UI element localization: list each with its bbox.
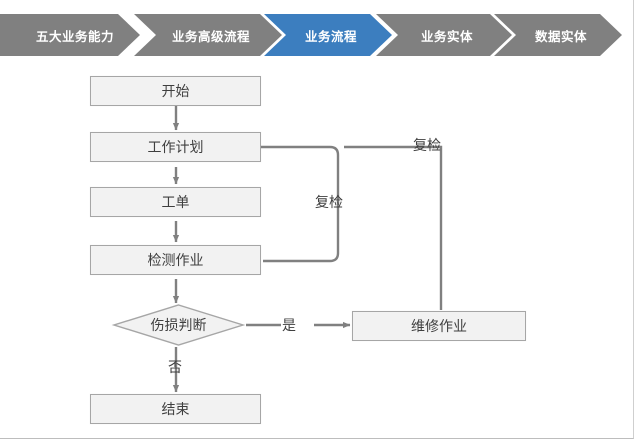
edge-label-no: 否 (168, 359, 182, 375)
flow-node-start-label: 开始 (161, 83, 190, 99)
breadcrumb-item-1-label: 五大业务能力 (35, 29, 114, 44)
flow-node-damage-decision-label: 伤损判断 (150, 317, 207, 333)
breadcrumb-item-3-label: 业务流程 (304, 29, 357, 44)
breadcrumb-item-2[interactable]: 业务高级流程 (134, 14, 282, 56)
breadcrumb: 五大业务能力 业务高级流程 业务流程 业务实体 数据实体 (0, 14, 634, 56)
flow-node-repair[interactable]: 维修作业 (352, 311, 526, 341)
flow-node-start[interactable]: 开始 (90, 76, 261, 106)
flow-node-inspection[interactable]: 检测作业 (90, 245, 261, 275)
flow-node-work-plan-label: 工作计划 (147, 139, 204, 155)
edge-label-yes: 是 (282, 317, 296, 333)
breadcrumb-item-4[interactable]: 业务实体 (376, 14, 512, 56)
breadcrumb-item-1[interactable]: 五大业务能力 (0, 14, 140, 56)
breadcrumb-item-5[interactable]: 数据实体 (494, 14, 622, 56)
flow-node-inspection-label: 检测作业 (147, 252, 204, 268)
flow-node-end-label: 结束 (161, 401, 190, 417)
flow-node-work-order[interactable]: 工单 (90, 187, 261, 217)
edge-label-recheck-outer: 复检 (413, 137, 441, 153)
breadcrumb-item-5-label: 数据实体 (534, 29, 587, 44)
diamond-outline (111, 304, 246, 346)
flow-node-end[interactable]: 结束 (90, 394, 261, 424)
breadcrumb-item-2-label: 业务高级流程 (171, 29, 250, 44)
flow-node-damage-decision[interactable]: 伤损判断 (111, 304, 246, 346)
breadcrumb-item-4-label: 业务实体 (420, 29, 473, 44)
flow-node-repair-label: 维修作业 (411, 318, 467, 334)
flow-node-work-order-label: 工单 (161, 194, 190, 210)
flow-node-work-plan[interactable]: 工作计划 (90, 132, 261, 162)
edge-label-recheck-inner: 复检 (315, 194, 343, 210)
breadcrumb-item-3[interactable]: 业务流程 (264, 14, 392, 56)
